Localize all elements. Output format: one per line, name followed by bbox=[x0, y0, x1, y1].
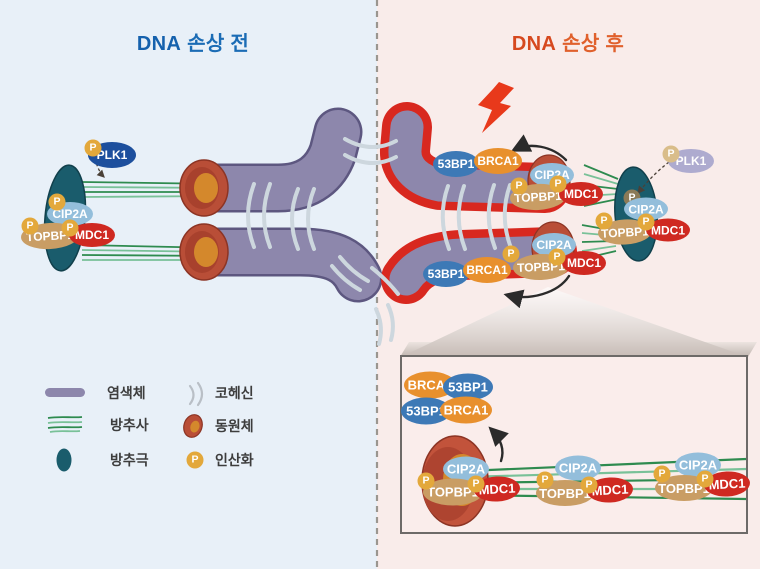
legend-phospho-swatch: P bbox=[186, 451, 204, 469]
after-cohesin-marks bbox=[440, 183, 513, 251]
brca1-protein: BRCA1 bbox=[463, 257, 511, 283]
phospho-badge: P bbox=[653, 465, 671, 483]
dna-damage-lightning-icon bbox=[478, 82, 514, 133]
53bp1-protein: 53BP1 bbox=[423, 261, 469, 287]
phospho-badge: P bbox=[696, 470, 714, 488]
phospho-badge: P bbox=[536, 471, 554, 489]
mdc1-protein: MDC1 bbox=[646, 218, 690, 242]
before-panel-background bbox=[0, 0, 377, 569]
mdc1-protein: MDC1 bbox=[559, 182, 603, 206]
legend-spindle-pole-swatch bbox=[56, 448, 72, 472]
brca1-protein: BRCA1 bbox=[440, 396, 492, 424]
legend-label-centromere: 동원체 bbox=[215, 418, 254, 434]
phospho-badge: P bbox=[502, 245, 520, 263]
title-after-text: 손상 후 bbox=[562, 33, 625, 55]
phospho-badge: P bbox=[510, 177, 528, 195]
mdc1-protein: MDC1 bbox=[562, 251, 606, 275]
legend-label-chromosome: 염색체 bbox=[107, 385, 146, 401]
cross-cohesin-marks bbox=[343, 137, 400, 346]
legend-spindle-fiber-swatch bbox=[47, 416, 83, 433]
phospho-badge: P bbox=[548, 248, 566, 266]
53bp1-protein: 53BP1 bbox=[401, 397, 451, 425]
relocation-arrows bbox=[488, 134, 571, 463]
cip2a-protein: CIP2A bbox=[624, 197, 668, 221]
legend-cohesin-swatch bbox=[188, 381, 204, 407]
phospho-badge: P bbox=[549, 175, 567, 193]
inset-callout-funnel bbox=[400, 287, 757, 357]
after-chromosome bbox=[380, 102, 577, 304]
legend-chromosome-swatch bbox=[45, 388, 85, 397]
phospho-badge-faded: P bbox=[662, 145, 680, 163]
phospho-badge: P bbox=[48, 193, 66, 211]
legend-label-spindle-pole: 방추극 bbox=[110, 452, 149, 468]
title-after-dna: DNA bbox=[511, 33, 557, 55]
cip2a-protein: CIP2A bbox=[555, 455, 601, 481]
legend-swatches bbox=[45, 381, 204, 472]
before-cohesin-marks bbox=[246, 182, 370, 292]
53bp1-protein: 53BP1 bbox=[433, 151, 479, 177]
title-before-text: 손상 전 bbox=[187, 33, 250, 55]
legend-centromere-swatch bbox=[183, 414, 203, 438]
before-centromeres bbox=[179, 159, 229, 281]
phospho-badge: P bbox=[580, 476, 598, 494]
phospho-badge: P bbox=[417, 472, 435, 490]
phospho-badge: P bbox=[467, 475, 485, 493]
phospho-badge: P bbox=[595, 212, 613, 230]
phospho-badge: P bbox=[21, 217, 39, 235]
legend-label-phosphorylation: 인산화 bbox=[215, 452, 254, 468]
legend-label-spindle-fiber: 방추사 bbox=[110, 417, 149, 433]
phospho-badge: P bbox=[61, 219, 79, 237]
53bp1-protein: 53BP1 bbox=[443, 373, 493, 401]
phospho-badge: P bbox=[84, 139, 102, 157]
title-before-dna: DNA bbox=[136, 33, 182, 55]
legend-label-cohesin: 코헤신 bbox=[215, 385, 254, 401]
brca1-protein: BRCA1 bbox=[474, 148, 522, 174]
phospho-badge: P bbox=[637, 213, 655, 231]
